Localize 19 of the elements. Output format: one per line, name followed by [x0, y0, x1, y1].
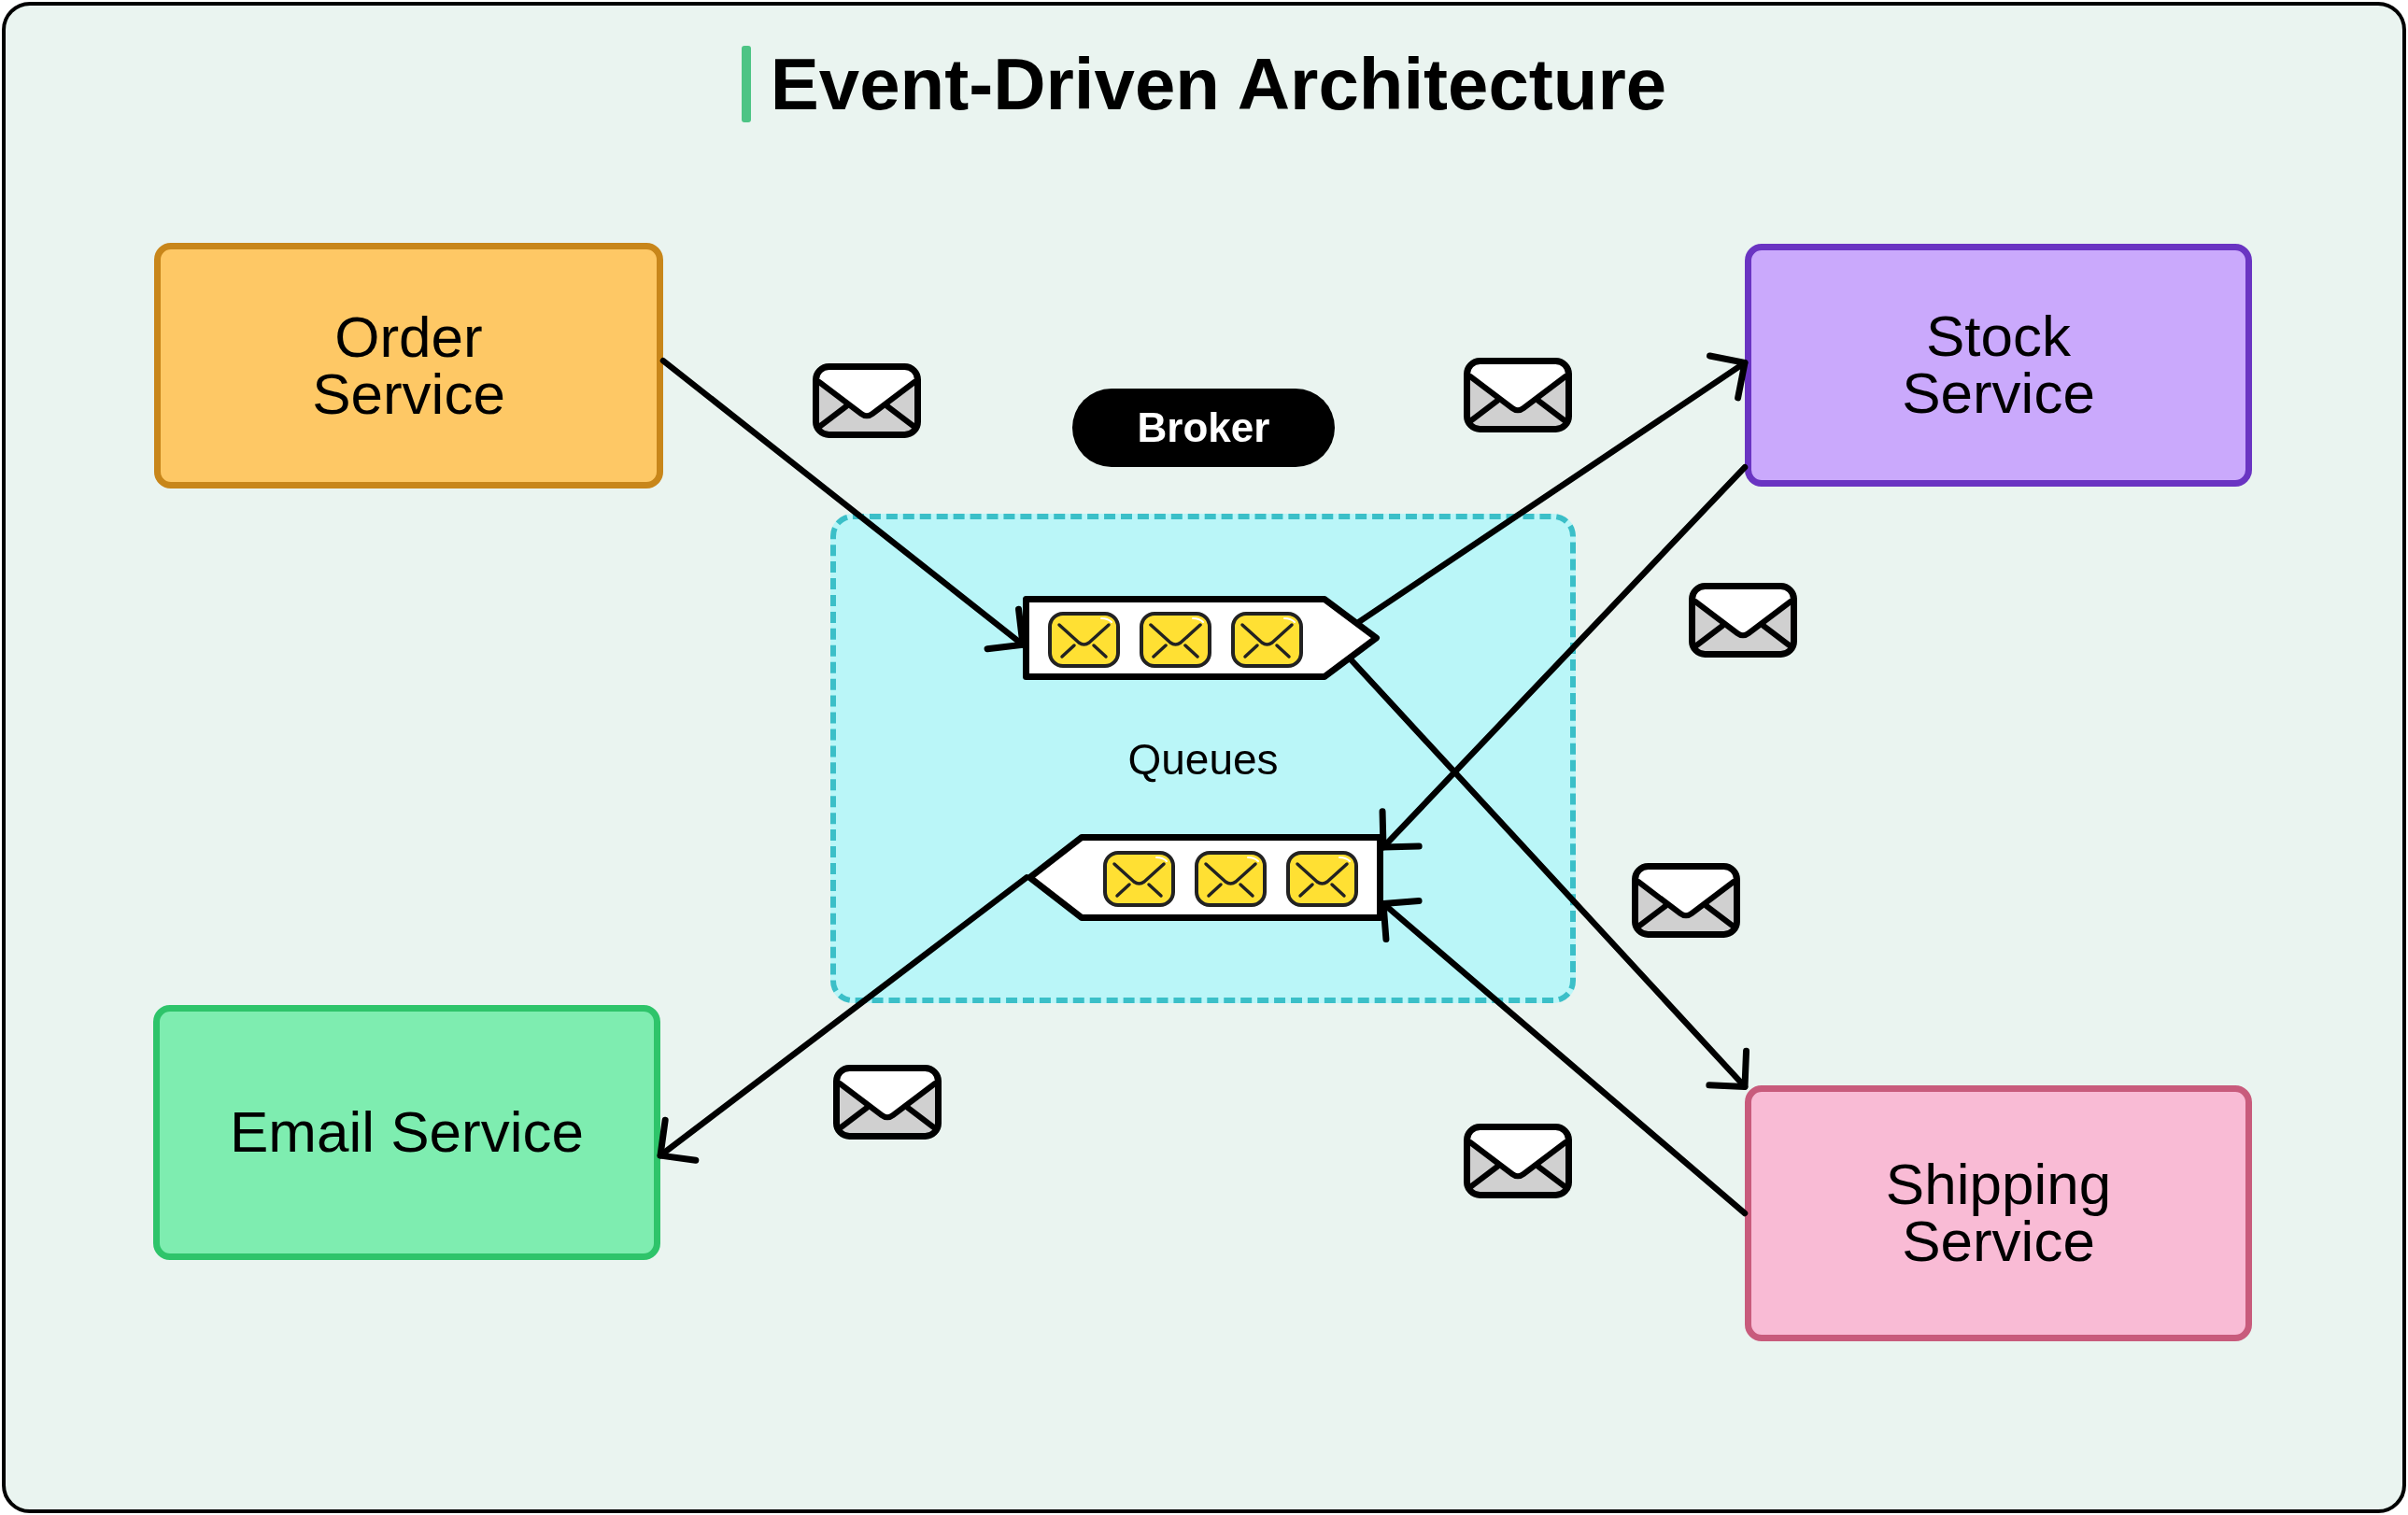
node-label: Shipping Service: [1884, 1156, 2113, 1270]
queue-shape: [1027, 834, 1383, 921]
queue-shape: [1023, 596, 1380, 680]
arrow: [657, 874, 1030, 1164]
arrow: [1380, 897, 1749, 1217]
diagram-title: Event-Driven Architecture: [770, 48, 1667, 120]
region-label: Queues: [1127, 738, 1279, 781]
arrow: [1348, 657, 1750, 1090]
arrow: [1379, 463, 1749, 851]
service-panel: [154, 243, 663, 488]
node-label: Email Service: [230, 1104, 584, 1161]
service-panel: [153, 1005, 660, 1260]
node-label: Order Service: [311, 308, 506, 423]
arrow: [1355, 352, 1749, 626]
node-label: Stock Service: [1901, 308, 2096, 422]
pill-label: Broker: [1137, 407, 1270, 448]
queue-region: [830, 514, 1576, 1003]
service-panel: [1745, 1085, 2252, 1341]
service-panel: [1745, 244, 2252, 487]
